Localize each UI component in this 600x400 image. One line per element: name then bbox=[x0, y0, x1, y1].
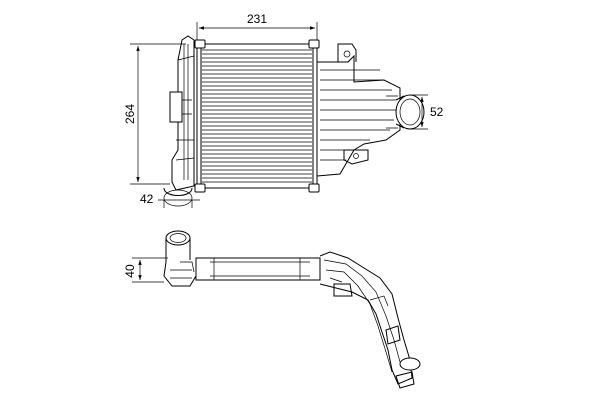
core-fins bbox=[202, 49, 312, 183]
left-tank bbox=[169, 35, 195, 191]
front-view: 231 264 52 42 bbox=[123, 12, 444, 208]
core-block bbox=[194, 39, 320, 193]
top-view: 40 bbox=[123, 230, 421, 389]
dimension-inlet-label: 42 bbox=[140, 192, 154, 206]
dimension-height: 264 bbox=[123, 43, 186, 185]
right-tank bbox=[316, 43, 425, 177]
dimension-width-label: 231 bbox=[247, 12, 267, 26]
dimension-height-label: 264 bbox=[123, 104, 137, 124]
outlet-pipe bbox=[386, 94, 425, 130]
dimension-outlet: 52 bbox=[410, 94, 444, 130]
inlet-pipe-top bbox=[163, 230, 197, 287]
dimension-depth-label: 40 bbox=[123, 264, 137, 278]
core-side bbox=[195, 257, 321, 281]
dimension-outlet-label: 52 bbox=[430, 105, 444, 119]
dimension-width: 231 bbox=[196, 12, 318, 40]
outlet-duct bbox=[319, 251, 421, 389]
dimension-inlet: 42 bbox=[140, 187, 200, 208]
dimension-depth: 40 bbox=[123, 257, 168, 283]
